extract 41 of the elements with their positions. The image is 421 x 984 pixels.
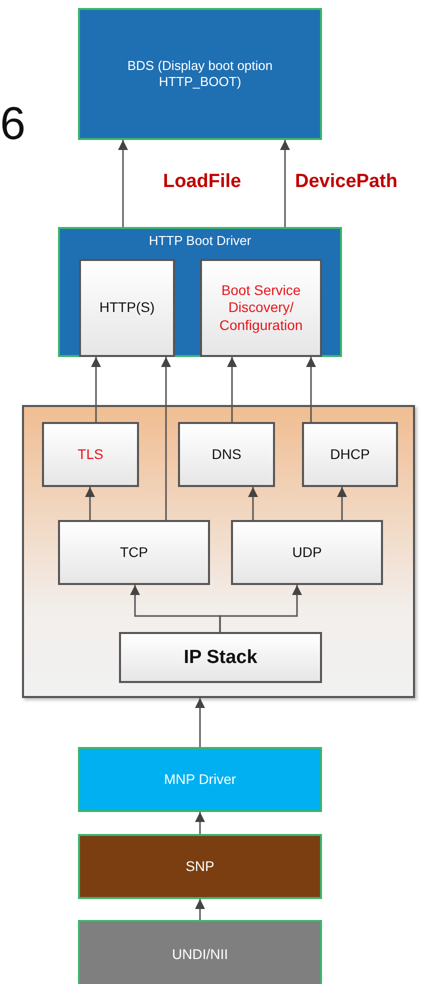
arrow <box>306 357 316 422</box>
arrow <box>219 585 302 632</box>
slide-text: 6 <box>0 100 26 146</box>
process-box <box>302 422 398 487</box>
process-box <box>78 747 322 812</box>
node-label: IP Stack <box>184 646 258 670</box>
arrow <box>85 487 95 520</box>
node-label: UDP <box>292 544 322 562</box>
stack-panel <box>22 405 415 698</box>
process-box <box>78 834 322 899</box>
arrow <box>195 812 205 834</box>
node-label: UNDI/NII <box>172 946 228 964</box>
node-label: Boot Service Discovery/ Configuration <box>218 282 304 334</box>
node-label: TCP <box>120 544 148 562</box>
process-box <box>178 422 275 487</box>
arrow <box>161 357 171 520</box>
arrow <box>91 357 101 422</box>
node-label: HTTP Boot Driver <box>148 233 252 250</box>
node-label: TLS <box>78 446 104 464</box>
node-label: MNP Driver <box>164 770 236 788</box>
arrow <box>248 487 258 520</box>
arrow <box>195 698 205 747</box>
driver-container <box>58 227 342 357</box>
process-box <box>119 632 322 683</box>
process-box <box>231 520 383 585</box>
node-label: SNP <box>186 858 214 876</box>
process-box <box>58 520 210 585</box>
process-box <box>200 259 322 357</box>
node-label: DHCP <box>330 446 370 464</box>
arrow <box>118 140 128 227</box>
arrow <box>227 357 237 422</box>
process-box <box>78 920 322 984</box>
arrow <box>337 487 347 520</box>
process-box <box>42 422 139 487</box>
arrow <box>195 899 205 920</box>
process-box <box>79 259 175 357</box>
node-label: HTTP(S) <box>99 299 155 317</box>
arrow <box>280 140 290 227</box>
node-label: BDS (Display boot option HTTP_BOOT) <box>126 58 274 90</box>
process-box <box>78 8 322 140</box>
node-label: DNS <box>212 446 242 464</box>
